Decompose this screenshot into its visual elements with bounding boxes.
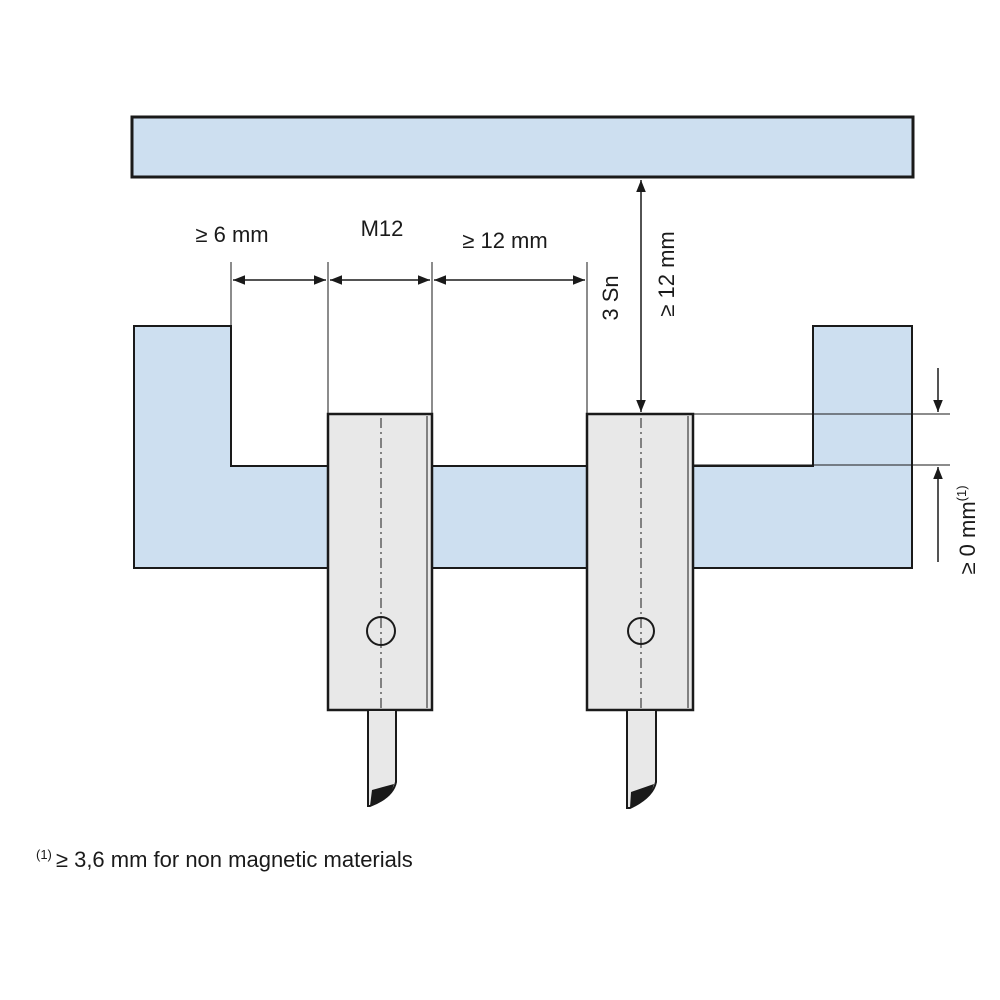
label-gap-to-target: ≥ 12 mm: [654, 231, 679, 316]
label-flush-offset-note-mark: (1): [954, 485, 969, 501]
sensor-left-led: [366, 616, 396, 646]
sensor-right: [585, 412, 695, 809]
footnote-text: ≥ 3,6 mm for non magnetic materials: [56, 847, 413, 872]
label-gap-left: ≥ 6 mm: [195, 222, 268, 247]
label-sensing-distance: 3 Sn: [598, 275, 623, 320]
footnote: (1) ≥ 3,6 mm for non magnetic materials: [36, 847, 413, 872]
footnote-mark: (1): [36, 847, 52, 862]
label-sensor-size: M12: [361, 216, 404, 241]
label-flush-offset: ≥ 0 mm(1): [954, 485, 980, 574]
dimension-extension-lines: [230, 262, 950, 466]
label-gap-between: ≥ 12 mm: [462, 228, 547, 253]
target-plate: [130, 115, 915, 179]
sensor-right-led: [627, 617, 655, 645]
sensor-left: [326, 412, 434, 807]
mounting-material: [133, 325, 913, 569]
